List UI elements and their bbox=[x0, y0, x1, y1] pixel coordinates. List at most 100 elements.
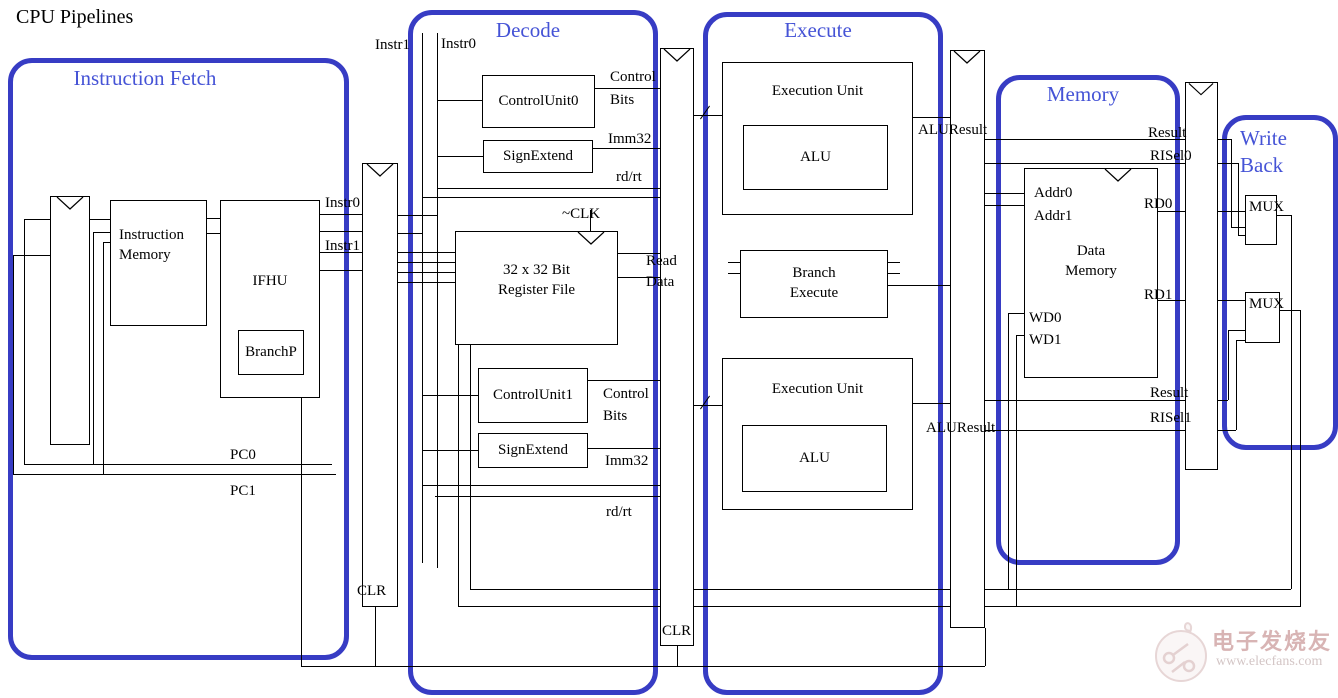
wire bbox=[13, 255, 14, 474]
label-result1: Result bbox=[1150, 385, 1189, 401]
label-rd0: RD0 bbox=[1144, 196, 1173, 212]
wire bbox=[1291, 215, 1292, 589]
wire-pc1 bbox=[13, 474, 336, 475]
wire-addr0 bbox=[985, 193, 1024, 194]
wire bbox=[24, 219, 25, 464]
clock-notch-icon bbox=[56, 197, 84, 210]
wire-instr0-bus bbox=[437, 33, 438, 568]
wire-control-bits1 bbox=[588, 380, 660, 381]
clr-label: CLR bbox=[357, 583, 387, 599]
label-control0: Control bbox=[610, 69, 656, 85]
label-imm32-0: Imm32 bbox=[608, 131, 652, 147]
wire bbox=[470, 345, 471, 590]
wire bbox=[1228, 330, 1229, 400]
wire bbox=[422, 395, 478, 396]
pc-register bbox=[50, 196, 90, 445]
wire bbox=[1238, 163, 1239, 235]
control-unit1: ControlUnit1 bbox=[478, 368, 588, 423]
label-clk: ~CLK bbox=[562, 206, 601, 222]
elecfans-logo-icon bbox=[1155, 622, 1207, 682]
label-rdrt1: rd/rt bbox=[606, 504, 632, 520]
label-bits0: Bits bbox=[610, 92, 635, 108]
wire-risel0 bbox=[985, 163, 1238, 164]
stage-instruction-fetch bbox=[8, 58, 349, 660]
data-memory: Addr0 Addr1 Data Memory WD0 WD1 bbox=[1024, 168, 1158, 378]
wire bbox=[93, 232, 110, 233]
wire-clk bbox=[590, 210, 591, 231]
instruction-memory: Instruction Memory bbox=[110, 200, 207, 326]
stage-title-write-back-line2: Back bbox=[1240, 153, 1284, 177]
label-bits1: Bits bbox=[603, 408, 628, 424]
wire-imm32-1 bbox=[588, 448, 660, 449]
wire bbox=[1236, 340, 1237, 430]
data-memory-label: Data Memory bbox=[1065, 243, 1117, 280]
stage-title-decode: Decode bbox=[495, 18, 561, 42]
port-addr1: Addr1 bbox=[1034, 208, 1073, 224]
stage-memory bbox=[996, 75, 1180, 565]
clock-notch-icon bbox=[1104, 169, 1132, 182]
if-id-register: CLR bbox=[357, 163, 398, 607]
wire-result1 bbox=[985, 400, 1228, 401]
wire bbox=[398, 272, 455, 273]
wire bbox=[103, 242, 104, 474]
stage-execute bbox=[703, 12, 943, 695]
wire bbox=[458, 345, 459, 607]
wire-wd0 bbox=[1008, 313, 1009, 589]
label-instr0-top: Instr0 bbox=[441, 36, 476, 52]
label-data: Data bbox=[646, 274, 675, 290]
id-ex-register: CLR bbox=[660, 48, 694, 646]
wire-aluresult0 bbox=[913, 117, 950, 118]
wire bbox=[437, 100, 482, 101]
wire-rdrt0 bbox=[437, 188, 660, 189]
wire bbox=[207, 218, 220, 219]
sign-extend1: SignExtend bbox=[478, 433, 588, 468]
wire bbox=[398, 233, 422, 234]
port-addr0: Addr0 bbox=[1034, 185, 1073, 201]
stage-title-instruction-fetch: Instruction Fetch bbox=[73, 66, 217, 90]
wire bbox=[1277, 215, 1291, 216]
label-instr0-if: Instr0 bbox=[325, 195, 360, 211]
wire bbox=[24, 219, 50, 220]
wire-rdrt0 bbox=[422, 197, 660, 198]
label-instr1-top: Instr1 bbox=[375, 37, 410, 53]
wire-writeback-bus0 bbox=[470, 589, 1291, 590]
wire bbox=[301, 398, 302, 667]
wire-pc0 bbox=[24, 464, 332, 465]
wire bbox=[1300, 310, 1301, 606]
wire bbox=[1280, 310, 1300, 311]
mem-wb-register bbox=[1185, 82, 1218, 470]
label-risel0: RISel0 bbox=[1150, 148, 1192, 164]
wire-read-data bbox=[618, 277, 660, 278]
label-read: Read bbox=[646, 253, 677, 269]
label-rd1: RD1 bbox=[1144, 287, 1173, 303]
wire-control-bits0 bbox=[595, 88, 660, 89]
wire-instr0 bbox=[320, 231, 362, 232]
wire-writeback-bus1 bbox=[458, 606, 1301, 607]
label-aluresult1: ALUResult bbox=[926, 420, 996, 436]
alu0: ALU bbox=[743, 125, 888, 190]
branchp: BranchP bbox=[238, 330, 304, 375]
wire bbox=[677, 646, 678, 666]
wire-instr1 bbox=[320, 270, 362, 271]
wire-risel1 bbox=[985, 430, 1236, 431]
wire-imm32-0 bbox=[593, 148, 660, 149]
stage-title-execute: Execute bbox=[784, 18, 852, 42]
wire bbox=[888, 285, 950, 286]
label-instr1-if: Instr1 bbox=[325, 238, 360, 254]
wire bbox=[398, 262, 455, 263]
label-pc0: PC0 bbox=[230, 447, 256, 463]
port-wd0: WD0 bbox=[1029, 310, 1062, 326]
wire bbox=[1238, 235, 1245, 236]
label-aluresult0: ALUResult bbox=[918, 122, 988, 138]
control-unit0: ControlUnit0 bbox=[482, 75, 595, 128]
label-imm32-1: Imm32 bbox=[605, 453, 649, 469]
ex-mem-register bbox=[950, 50, 985, 628]
mux1: MUX bbox=[1245, 292, 1284, 343]
stage-decode bbox=[408, 10, 658, 695]
label-control1: Control bbox=[603, 386, 649, 402]
alu1: ALU bbox=[742, 425, 887, 492]
wire bbox=[1231, 139, 1232, 227]
clr-label: CLR bbox=[662, 623, 692, 639]
clock-notch-icon bbox=[953, 51, 981, 64]
wire-wd1 bbox=[1016, 335, 1017, 606]
